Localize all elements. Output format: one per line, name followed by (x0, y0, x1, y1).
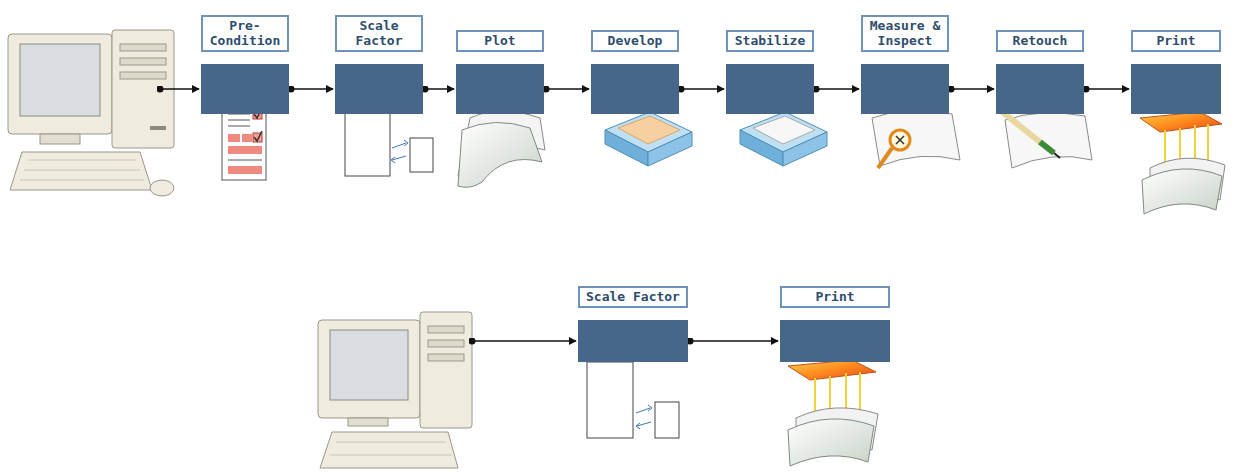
scale-rectangles (345, 112, 433, 176)
stage-node: Retouch (996, 4, 1084, 114)
flow-arrow (816, 88, 859, 90)
stage-title: Scale Factor (341, 19, 417, 48)
stage-node: Measure & Inspect (861, 4, 949, 114)
label-area: Stabilize (726, 4, 814, 52)
stage-node: Scale Factor (578, 260, 688, 362)
stage-title: Measure & Inspect (867, 19, 943, 48)
computer-icon (318, 312, 472, 468)
label-area: Scale Factor (578, 260, 688, 308)
stabilize-tray (740, 112, 827, 166)
flow-arrow (425, 88, 454, 90)
computer-icon (8, 30, 174, 196)
stage-label: Print (1131, 30, 1221, 52)
stage-label: Stabilize (726, 30, 814, 52)
print-plate (788, 360, 878, 466)
label-area: Print (1131, 4, 1221, 52)
stage-label: Retouch (996, 30, 1084, 52)
develop-tray (605, 112, 692, 166)
flow-arrow (1086, 88, 1129, 90)
stage-title: Pre- Condition (207, 19, 283, 48)
pen-sheet (1000, 110, 1092, 168)
flow-arrow (546, 88, 589, 90)
stage-title: Print (1137, 34, 1215, 48)
flow-arrow (681, 88, 724, 90)
stage-block (591, 64, 679, 114)
stage-node: Plot (456, 4, 544, 114)
label-area: Pre- Condition (201, 4, 289, 52)
label-area: Measure & Inspect (861, 4, 949, 52)
label-area: Scale Factor (335, 4, 423, 52)
computer-link (160, 89, 576, 341)
stage-block (201, 64, 289, 114)
stage-title: Plot (462, 34, 538, 48)
flow-arrow (291, 88, 333, 90)
stage-title: Retouch (1002, 34, 1078, 48)
label-area: Develop (591, 4, 679, 52)
stage-label: Pre- Condition (201, 15, 289, 52)
stage-node: Print (1131, 4, 1221, 114)
flow-arrow (951, 88, 994, 90)
stage-block (726, 64, 814, 114)
stage-block (578, 320, 688, 362)
stage-title: Develop (597, 34, 673, 48)
stage-node: Print (780, 260, 890, 362)
label-area: Retouch (996, 4, 1084, 52)
checklist-document (222, 104, 266, 180)
stage-label: Print (780, 286, 890, 308)
stage-title: Scale Factor (584, 290, 682, 304)
stage-block (780, 320, 890, 362)
stage-label: Develop (591, 30, 679, 52)
flow-arrow (690, 340, 778, 342)
stage-block (996, 64, 1084, 114)
stage-title: Print (786, 290, 884, 304)
label-area: Plot (456, 4, 544, 52)
scale-rectangles (587, 362, 679, 438)
label-area: Print (780, 260, 890, 308)
stage-node: Stabilize (726, 4, 814, 114)
film-sheets (458, 111, 545, 187)
stage-block (861, 64, 949, 114)
stage-block (1131, 64, 1221, 114)
stage-block (456, 64, 544, 114)
magnifier-sheet (872, 111, 960, 168)
stage-title: Stabilize (732, 34, 808, 48)
stage-node: Develop (591, 4, 679, 114)
stage-block (335, 64, 423, 114)
stage-node: Scale Factor (335, 4, 423, 114)
stage-label: Plot (456, 30, 544, 52)
stage-label: Measure & Inspect (861, 15, 949, 52)
stage-label: Scale Factor (335, 15, 423, 52)
stage-label: Scale Factor (578, 286, 688, 308)
print-plate (1140, 112, 1225, 214)
stage-node: Pre- Condition (201, 4, 289, 114)
